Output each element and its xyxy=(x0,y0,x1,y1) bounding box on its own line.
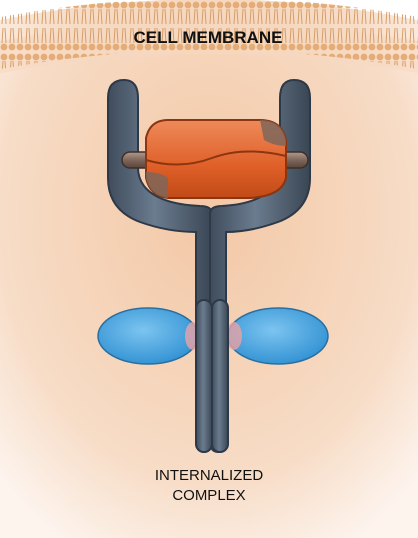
ligand-dimer xyxy=(146,120,286,198)
complex-label-line1: INTERNALIZED xyxy=(155,467,264,484)
receptor-stalks xyxy=(196,300,228,452)
blue-domain-right xyxy=(226,308,328,364)
membrane-label: CELL MEMBRANE xyxy=(134,28,283,47)
complex-label-line2: COMPLEX xyxy=(172,487,245,504)
